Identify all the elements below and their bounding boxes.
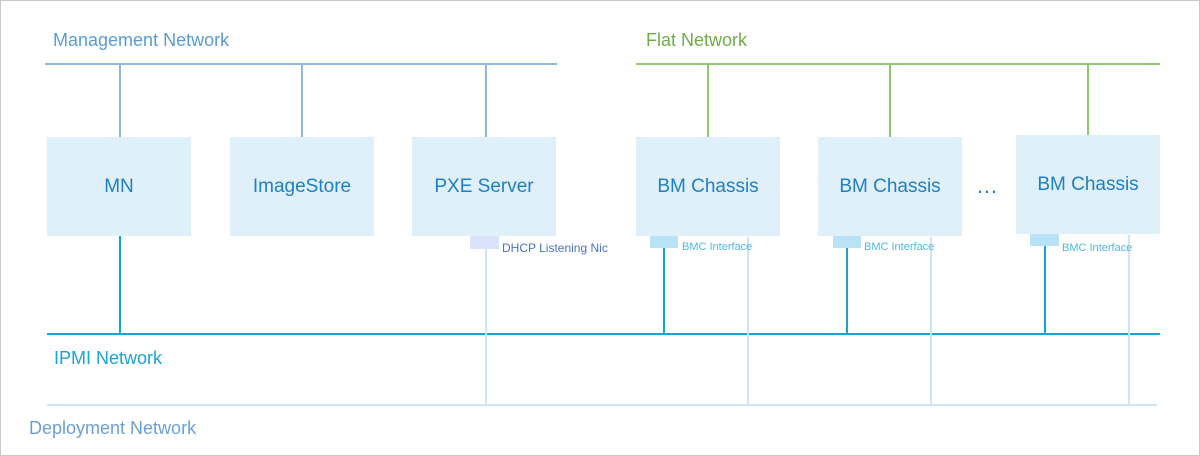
flat-network-label: Flat Network <box>646 30 748 50</box>
pxe-deployment-link <box>485 249 487 405</box>
deployment-network-label: Deployment Network <box>29 418 197 438</box>
imagestore-node-label: ImageStore <box>252 175 352 197</box>
bm2-bmc-interface-label: BMC Interface <box>864 241 935 253</box>
pxe-management-link <box>485 64 487 137</box>
pxe-server-node: PXE Server <box>412 137 556 236</box>
dhcp-listening-nic-label: DHCP Listening Nic <box>502 241 608 255</box>
bm-chassis-node-3-label: BM Chassis <box>1037 173 1139 195</box>
deployment-network-bus <box>47 404 1157 406</box>
bm1-bmc-ipmi-link <box>663 248 665 334</box>
more-chassis-ellipsis: … <box>976 173 999 198</box>
mn-management-link <box>119 64 121 137</box>
pxe-server-node-label: PXE Server <box>434 175 534 197</box>
imagestore-node: ImageStore <box>230 137 374 236</box>
imagestore-management-link <box>301 64 303 137</box>
bm2-flat-link <box>889 64 891 137</box>
bm1-flat-link <box>707 64 709 137</box>
bm3-flat-link <box>1087 64 1089 135</box>
bm-chassis-node-1-label: BM Chassis <box>657 175 759 197</box>
bm1-bmc-interface <box>650 236 678 248</box>
bm-chassis-node-1: BM Chassis <box>636 137 780 236</box>
bm3-bmc-interface <box>1030 234 1059 246</box>
bm3-bmc-interface-label: BMC Interface <box>1062 242 1133 254</box>
flat-network-bus <box>636 63 1160 65</box>
bm-chassis-node-3: BM Chassis <box>1016 135 1160 234</box>
mn-ipmi-link <box>119 236 121 334</box>
bm-chassis-node-2-label: BM Chassis <box>839 175 941 197</box>
bm2-bmc-interface <box>833 236 861 248</box>
mn-node-label: MN <box>104 175 134 197</box>
management-network-label: Management Network <box>53 30 230 50</box>
mn-node: MN <box>47 137 191 236</box>
bm1-bmc-interface-label: BMC Interface <box>682 241 753 253</box>
ipmi-network-label: IPMI Network <box>54 348 163 368</box>
bm2-bmc-ipmi-link <box>846 248 848 334</box>
bm3-bmc-ipmi-link <box>1044 246 1046 334</box>
bm2-deployment-link <box>930 237 932 405</box>
bm1-deployment-link <box>747 237 749 405</box>
ipmi-network-bus <box>47 333 1160 335</box>
bm-chassis-node-2: BM Chassis <box>818 137 962 236</box>
bm3-deployment-link <box>1128 235 1130 405</box>
dhcp-listening-nic <box>470 236 499 249</box>
